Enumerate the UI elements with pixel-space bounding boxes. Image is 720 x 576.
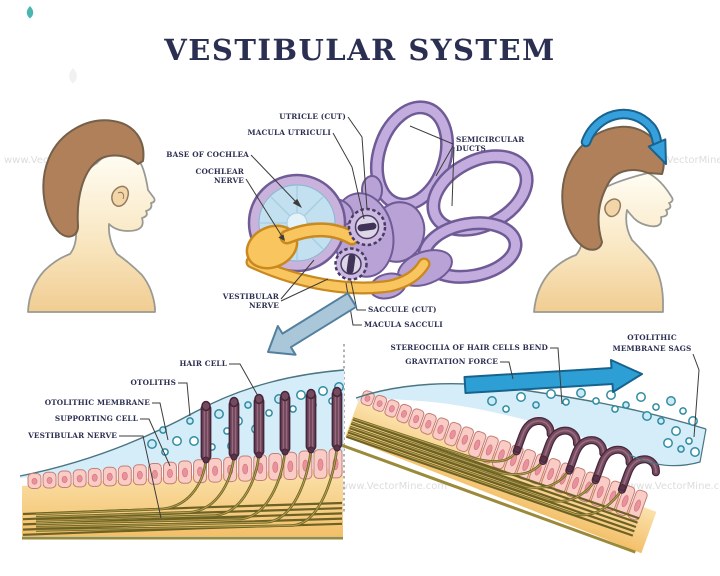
vestibulocochlear-nerve [245, 222, 431, 295]
leader-vestibular-nerve [119, 435, 162, 519]
watermark-text: www.VectorMine.com [340, 481, 447, 492]
label-vestibular-nerve: NERVE [249, 301, 279, 310]
label-vestibular-nerve: VESTIBULAR [222, 292, 280, 301]
label-supporting-cell: SUPPORTING CELL [55, 414, 138, 423]
label-otolithic-membrane: OTOLITHIC MEMBRANE [45, 398, 151, 407]
label-vestibular-nerve: VESTIBULAR NERVE [27, 431, 117, 440]
label-gravitation-force: GRAVITATION FORCE [405, 357, 498, 366]
ear [111, 185, 130, 207]
page-title: VESTIBULAR SYSTEM [163, 33, 555, 67]
leader-arrowhead [292, 198, 302, 208]
label-hair-cell: HAIR CELL [179, 359, 227, 368]
membrane-sag-edge [627, 428, 707, 467]
hair-cells [200, 386, 343, 464]
head-hair [42, 119, 145, 238]
right-panel-labels: STEREOCILIA OF HAIR CELLS BEND GRAVITATI… [390, 333, 700, 438]
watermark-drop-icon [26, 6, 34, 19]
inner-ear-diagram: UTRICLE (CUT) MACULA UTRICULI BASE OF CO… [166, 100, 534, 329]
ear-inner-line [117, 191, 125, 200]
leader-utricle [347, 116, 368, 210]
leader-stereocilia [550, 347, 563, 405]
leader-semicircular-ducts [409, 125, 455, 207]
head-hair [561, 125, 665, 251]
leader-vestibular-nerve [280, 259, 329, 302]
macula-tilted-panel: STEREOCILIA OF HAIR CELLS BEND GRAVITATI… [341, 333, 707, 554]
label-base-of-cochlea: BASE OF COCHLEA [166, 150, 249, 159]
watermark-drop-icon [69, 68, 77, 84]
leader-otolithic-membrane [152, 402, 169, 441]
label-membrane-sags: MEMBRANE SAGS [613, 344, 692, 353]
leader-otoliths [178, 382, 191, 417]
label-macula-sacculi: MACULA SACCULI [364, 320, 443, 329]
macula-sacculi-spot [346, 254, 356, 274]
label-otoliths: OTOLITHS [131, 378, 176, 387]
label-semicircular-ducts: SEMICIRCULAR [456, 135, 525, 144]
zoom-arrow [267, 292, 358, 356]
leader-cochlear-nerve [245, 178, 284, 239]
supporting-cells [27, 448, 343, 489]
leader-membrane-sags [692, 353, 700, 438]
right-head-figure [533, 108, 674, 313]
macula-utriculi-spot [357, 222, 377, 232]
bent-hair-cells [512, 417, 660, 494]
leader-hair-cell [229, 363, 259, 397]
label-semicircular-ducts: DUCTS [456, 144, 486, 153]
gravitation-arrow [463, 359, 643, 394]
leader-saccule [350, 280, 366, 311]
leader-supporting-cell [140, 418, 171, 467]
watermark-text: www.VectorMine.com [628, 481, 720, 492]
leader-base-of-cochlea [250, 154, 299, 205]
central-labels: UTRICLE (CUT) MACULA UTRICULI BASE OF CO… [166, 112, 525, 329]
label-membrane-sags: OTOLITHIC [627, 333, 677, 342]
otolithic-membrane-region [356, 383, 706, 466]
label-cochlear-nerve: COCHLEAR [196, 167, 245, 176]
head-tilt-arrow [580, 108, 667, 165]
label-saccule: SACCULE (CUT) [368, 305, 437, 314]
left-panel-labels: HAIR CELL OTOLITHS OTOLITHIC MEMBRANE SU… [27, 359, 259, 519]
leader-arrowhead [278, 234, 285, 241]
ear [604, 198, 622, 218]
left-head-figure [27, 119, 156, 313]
leader-macula-utriculi [332, 132, 365, 220]
label-macula-utriculi: MACULA UTRICULI [248, 128, 332, 137]
watermark-text: www.VectorMine.com [640, 155, 720, 166]
saccule-cut [334, 247, 368, 281]
label-cochlear-nerve: NERVE [214, 176, 244, 185]
leader-gravitation-force [500, 361, 514, 380]
utricle-cut [347, 207, 387, 247]
tilted-tissue [341, 390, 660, 554]
nerve-fibers [22, 444, 343, 536]
macula-normal-panel: HAIR CELL OTOLITHS OTOLITHIC MEMBRANE SU… [19, 359, 345, 540]
baseline [341, 443, 636, 554]
label-stereocilia: STEREOCILIA OF HAIR CELLS BEND [390, 343, 548, 352]
label-utricle: UTRICLE (CUT) [279, 112, 346, 121]
membrane-top-edge [19, 369, 345, 477]
